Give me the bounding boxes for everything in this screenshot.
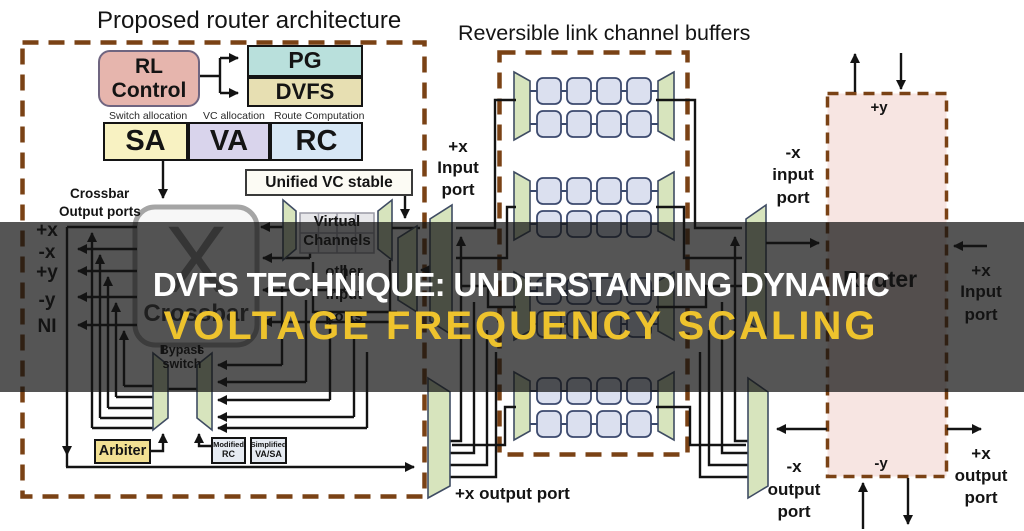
buffer-panel-title: Reversible link channel buffers bbox=[458, 21, 751, 45]
modified-rc-line2: RC bbox=[222, 448, 235, 459]
pg-block: PG bbox=[247, 45, 363, 77]
overlay-title-line1: DVFS TECHNIQUE: UNDERSTANDING DYNAMIC bbox=[152, 266, 890, 303]
negx-output-line3: port bbox=[777, 502, 811, 521]
title-overlay-band: DVFS TECHNIQUE: UNDERSTANDING DYNAMIC VO… bbox=[0, 222, 1024, 392]
plusx-input-line3: port bbox=[441, 180, 475, 199]
simplified-vasa-block: Simplified VA/SA bbox=[250, 437, 287, 464]
negx-output-line2: output bbox=[767, 480, 821, 499]
router-plusy-label: +y bbox=[870, 99, 888, 116]
arbiter-arrow bbox=[151, 433, 168, 453]
rc-caption: Route Computation bbox=[274, 110, 365, 122]
crossbar-caption-line1: Crossbar bbox=[70, 186, 130, 201]
rl-control-block: RL Control bbox=[98, 50, 200, 107]
plusx-input-line2: Input bbox=[437, 158, 479, 177]
simplified-vasa-line1: Simplified bbox=[250, 440, 287, 450]
va-block: VA bbox=[188, 122, 270, 161]
router-plusx-output-line2: output bbox=[954, 466, 1008, 485]
negx-output-mux bbox=[747, 376, 769, 500]
router-plusx-output-line1: +x bbox=[971, 444, 991, 463]
sa-block: SA bbox=[103, 122, 188, 161]
crossbar-caption-line2: Output ports bbox=[59, 204, 141, 219]
plusx-output-mux bbox=[427, 376, 451, 500]
rl-control-line1: RL bbox=[135, 55, 163, 79]
modified-rc-block: Modified RC bbox=[211, 437, 246, 464]
va-caption: VC allocation bbox=[203, 110, 265, 122]
arbiter-block: Arbiter bbox=[94, 439, 151, 464]
plusx-output-label: +x output port bbox=[455, 484, 570, 503]
overlay-title-line2: VOLTAGE FREQUENCY SCALING bbox=[163, 304, 879, 348]
unified-vc-block: Unified VC stable bbox=[245, 169, 413, 196]
simplified-vasa-line2: VA/SA bbox=[255, 448, 282, 459]
plusx-input-line1: +x bbox=[448, 137, 468, 156]
negx-input-line2: input bbox=[772, 165, 814, 184]
left-panel-title: Proposed router architecture bbox=[97, 7, 402, 34]
negx-input-line1: -x bbox=[785, 143, 801, 162]
rl-fork-wire bbox=[200, 58, 222, 93]
modified-rc-line1: Modified bbox=[213, 440, 244, 450]
buffer-group-1 bbox=[513, 71, 675, 141]
bus-to-bypass bbox=[92, 384, 153, 430]
router-negy-label: -y bbox=[874, 455, 888, 472]
dvfs-block: DVFS bbox=[247, 77, 363, 107]
router-plusx-output-line3: port bbox=[964, 488, 998, 507]
modified-rc-arrow bbox=[194, 433, 211, 448]
negx-input-line3: port bbox=[776, 188, 810, 207]
rl-control-line2: Control bbox=[111, 78, 187, 102]
rc-block: RC bbox=[270, 122, 363, 161]
negx-output-line1: -x bbox=[786, 457, 802, 476]
sa-caption: Switch allocation bbox=[109, 110, 188, 122]
buffer-panel-border bbox=[497, 50, 690, 457]
